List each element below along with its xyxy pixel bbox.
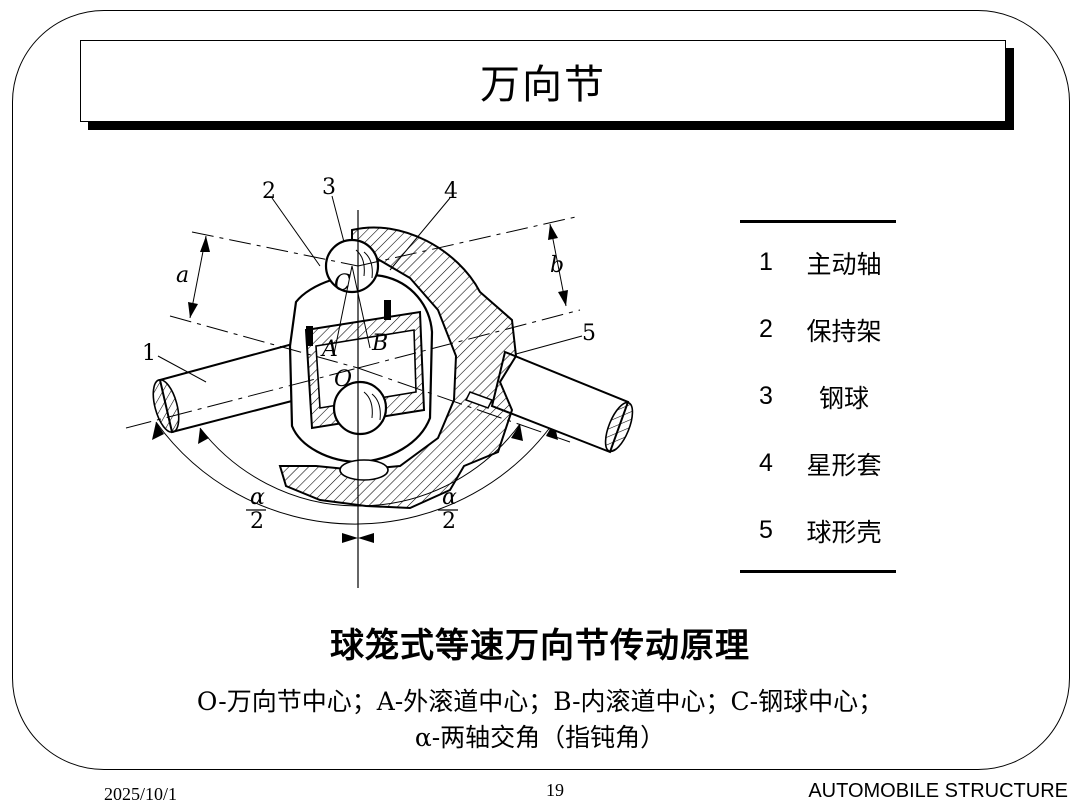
symbol-notes-line-1: O-万向节中心；A-外滚道中心；B-内滚道中心；C-钢球中心； xyxy=(196,687,884,716)
dimension-label-a: a xyxy=(176,263,189,288)
axis-line-left xyxy=(125,367,359,429)
legend-item-name: 主动轴 xyxy=(806,249,882,279)
cv-joint-diagram: 1 2 3 4 5 a b C A B O α 2 α 2 xyxy=(120,170,650,610)
dimension-line-a-top xyxy=(191,231,359,267)
spherical-housing xyxy=(278,226,518,510)
footer-date: 2025/10/1 xyxy=(104,784,178,804)
legend-item-number: 3 xyxy=(759,382,773,410)
part-label-3: 3 xyxy=(322,175,336,200)
title-box: 万向节 xyxy=(80,40,1006,122)
legend-item: 3 钢球 xyxy=(740,363,896,430)
inner-race-bore xyxy=(315,329,417,409)
leader-line-4 xyxy=(389,197,451,271)
angle-label-two-right: 2 xyxy=(442,509,456,534)
slide-title: 万向节 xyxy=(480,62,606,108)
arrowhead xyxy=(548,224,558,240)
dimension-line-a-bottom xyxy=(169,315,359,369)
legend-item-number: 1 xyxy=(759,248,773,276)
angle-label-alpha-left: α xyxy=(250,485,265,510)
legend-rows: 1 主动轴 2 保持架 3 钢球 4 星形套 5 球形壳 xyxy=(740,223,896,570)
part-label-1: 1 xyxy=(142,341,156,366)
point-label-o: O xyxy=(334,367,352,392)
leader-line-1 xyxy=(157,355,207,383)
slide-frame xyxy=(12,10,1070,770)
ball-shading xyxy=(363,391,373,419)
construction-line xyxy=(351,265,371,349)
legend-item-number: 5 xyxy=(759,516,773,544)
figure-caption: 球笼式等速万向节传动原理 xyxy=(330,626,750,666)
legend-item: 4 星形套 xyxy=(740,430,896,497)
cv-joint-drawing: 1 2 3 4 5 a b C A B O α 2 α 2 xyxy=(125,175,634,588)
angle-label-alpha-right: α xyxy=(442,485,457,510)
symbol-notes: O-万向节中心；A-外滚道中心；B-内滚道中心；C-钢球中心； α-两轴交角（指… xyxy=(0,684,1080,756)
arrowhead xyxy=(152,422,164,440)
leader-line-2 xyxy=(271,197,321,267)
steel-ball-lower xyxy=(339,459,389,481)
legend-item-name: 星形套 xyxy=(806,450,882,480)
arrowhead xyxy=(358,533,374,543)
legend-item-number: 4 xyxy=(759,449,773,477)
arrowhead xyxy=(188,302,198,318)
part-label-4: 4 xyxy=(444,179,458,204)
parts-legend: 1 主动轴 2 保持架 3 钢球 4 星形套 5 球形壳 xyxy=(740,220,896,573)
legend-top-rule xyxy=(740,220,896,223)
ball-shading xyxy=(371,393,381,421)
legend-item-name: 钢球 xyxy=(818,383,869,413)
ball-shading xyxy=(363,251,373,279)
arrowhead xyxy=(342,533,358,543)
axis-line-right xyxy=(357,367,571,443)
leader-line-5 xyxy=(515,335,583,355)
dimension-label-b: b xyxy=(550,253,564,278)
legend-item-number: 2 xyxy=(759,315,773,343)
leader-line-3 xyxy=(331,195,345,243)
grease-nipple xyxy=(464,391,494,409)
cage-window-mark xyxy=(306,326,313,346)
arrowhead xyxy=(198,428,209,444)
angle-label-two-left: 2 xyxy=(250,509,264,534)
point-label-a: A xyxy=(320,337,338,362)
part-label-2: 2 xyxy=(262,179,276,204)
arrowhead xyxy=(200,236,210,252)
angle-arc-outer xyxy=(155,421,555,525)
arrowhead xyxy=(558,290,568,306)
legend-item-name: 球形壳 xyxy=(806,517,882,547)
legend-item: 5 球形壳 xyxy=(740,497,896,564)
arrowhead xyxy=(511,424,523,441)
legend-bottom-rule xyxy=(740,570,896,573)
driven-shaft xyxy=(490,350,634,454)
footer-course-title: AUTOMOBILE STRUCTURE xyxy=(808,780,1068,802)
legend-item-name: 保持架 xyxy=(806,316,882,346)
symbol-notes-line-2: α-两轴交角（指钝角） xyxy=(414,723,666,752)
construction-line xyxy=(333,265,353,355)
legend-item: 1 主动轴 xyxy=(740,229,896,296)
part-label-5: 5 xyxy=(582,321,596,346)
dimension-line-b-bottom xyxy=(357,309,581,369)
cage-window-mark xyxy=(384,300,391,320)
point-label-c: C xyxy=(334,271,351,296)
point-label-b: B xyxy=(371,331,388,356)
legend-item: 2 保持架 xyxy=(740,296,896,363)
footer-page-number: 19 xyxy=(546,780,564,800)
